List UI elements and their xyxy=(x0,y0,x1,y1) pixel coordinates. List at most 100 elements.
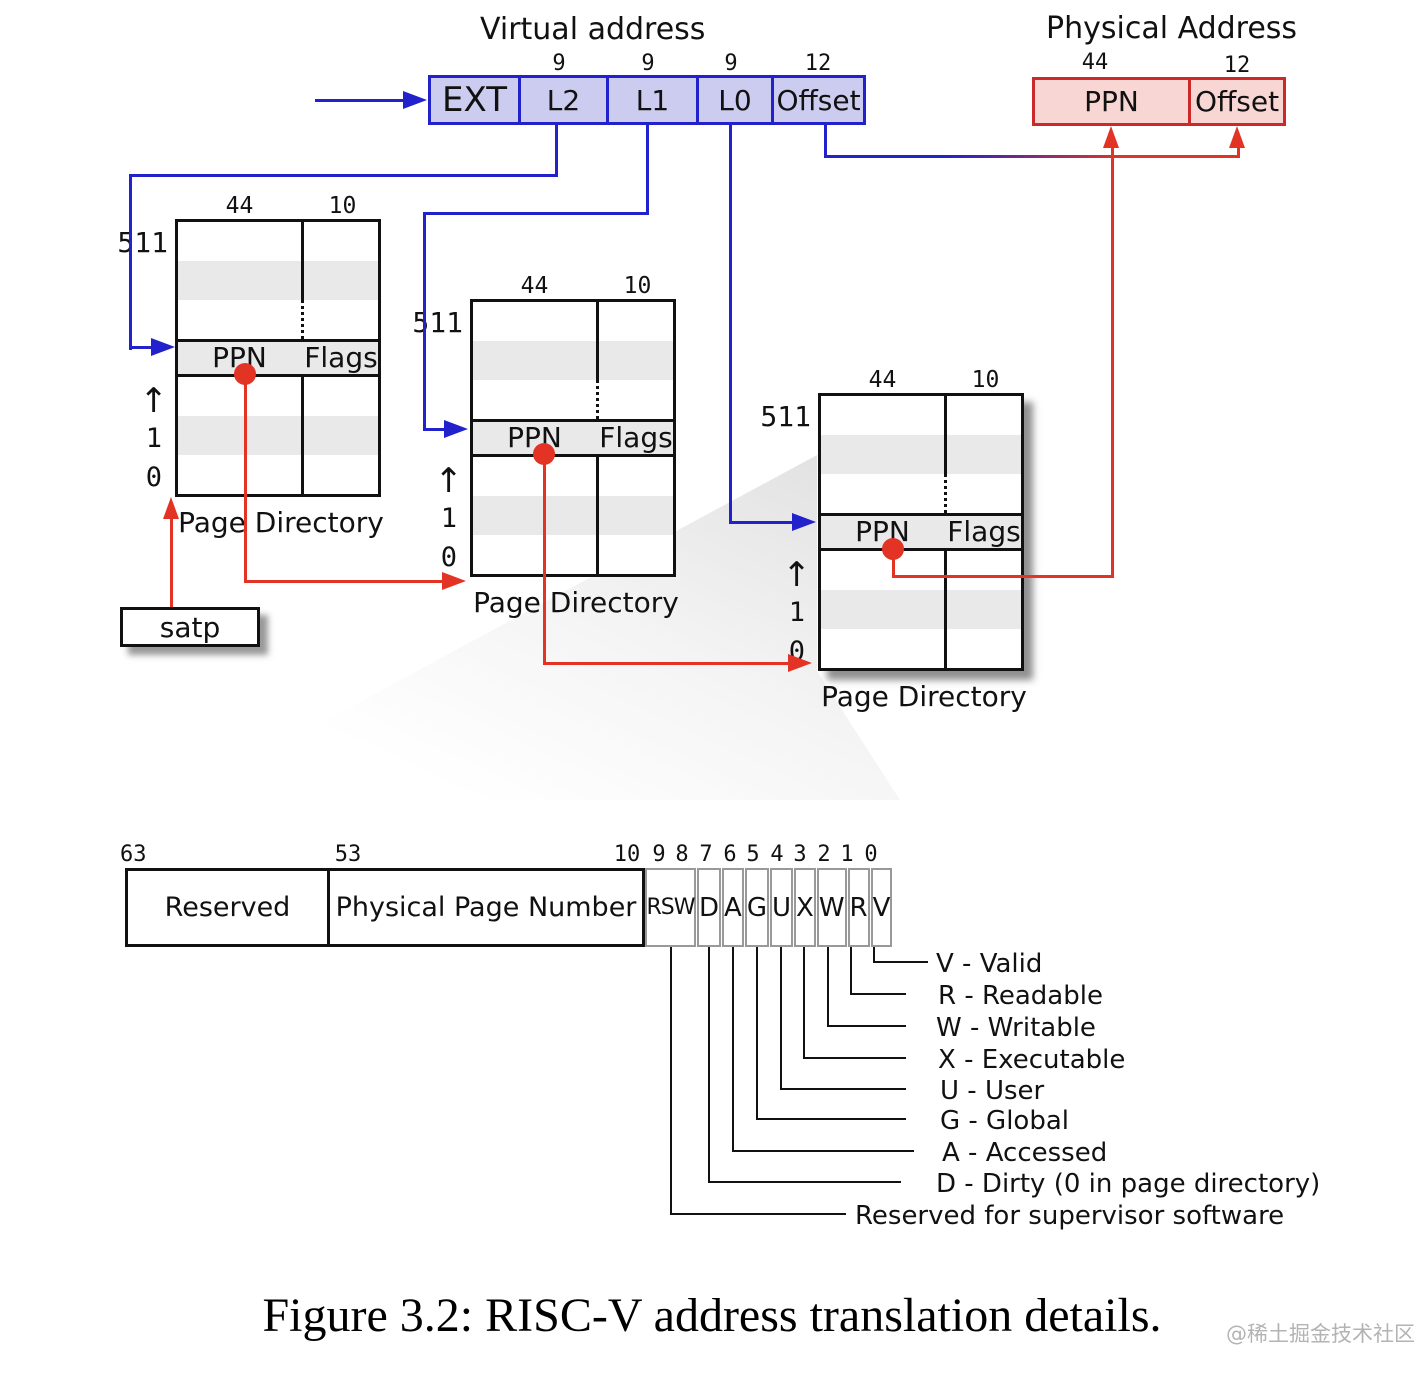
virtual-address-register: EXT L2 L1 L0 Offset xyxy=(428,75,866,125)
pd-index-1: 1 xyxy=(440,503,457,534)
pte-bit-10: 10 xyxy=(613,842,641,867)
satp-arrowhead xyxy=(163,497,179,519)
va-field-l0: L0 xyxy=(696,78,771,122)
pd-column-divider xyxy=(596,302,599,380)
pd-index-1: 1 xyxy=(145,423,162,454)
pd-index-0: 0 xyxy=(440,542,457,573)
pd-index-511: 511 xyxy=(117,226,168,259)
watermark: @稀土掘金技术社区 xyxy=(1226,1322,1415,1346)
pd0-entry-dot xyxy=(882,538,904,560)
legend-line-w xyxy=(827,947,829,1027)
pa-field-ppn: PPN xyxy=(1084,85,1139,118)
pte-flag-u: U xyxy=(769,868,794,947)
legend-line-u xyxy=(780,947,782,1090)
pd-row-band xyxy=(821,434,1021,474)
pd-row-band xyxy=(178,260,378,300)
pd-row-band xyxy=(473,496,673,536)
pte-flag-bits: D A G U X W R V xyxy=(697,868,893,947)
va-field-ext: EXT xyxy=(442,80,507,120)
pd0-walk-drop xyxy=(892,549,895,578)
pd-index-0: 0 xyxy=(145,462,162,493)
legend-line-a xyxy=(732,1150,914,1152)
legend-rsw: Reserved for supervisor software xyxy=(855,1201,1285,1231)
offset-to-physical-line xyxy=(824,155,1239,158)
pd-entry-row xyxy=(473,418,673,458)
legend-line-v xyxy=(873,961,928,963)
satp-arrow-line xyxy=(170,517,173,607)
l1-arrow-horizontal xyxy=(423,212,649,215)
pte-bit-3: 3 xyxy=(793,842,807,867)
va-l1-bits: 9 xyxy=(641,51,655,76)
legend-global: G - Global xyxy=(940,1106,1069,1136)
legend-line-rsw xyxy=(670,1213,846,1215)
legend-line-r xyxy=(850,993,906,995)
l0-arrowhead xyxy=(792,513,816,531)
l2-arrowhead xyxy=(151,338,175,356)
l1-arrowhead xyxy=(444,420,468,438)
legend-line-x xyxy=(803,947,805,1059)
pd0-walk-rise xyxy=(1111,146,1114,578)
pte-reserved-field: Reserved xyxy=(125,868,330,947)
va-l0-bits: 9 xyxy=(724,51,738,76)
pd1-walk-horizontal xyxy=(543,662,788,665)
va-field-offset: Offset xyxy=(771,78,863,122)
figure-caption: Figure 3.2: RISC-V address translation d… xyxy=(262,1289,1162,1342)
pd2-walk-arrowhead xyxy=(442,572,466,590)
pd-column-divider xyxy=(301,338,304,494)
pte-flag-v: V xyxy=(870,868,893,947)
pd-colbits-flags: 10 xyxy=(623,273,652,299)
pd-index-511: 511 xyxy=(760,400,811,433)
pte-flag-a: A xyxy=(722,868,744,947)
pd-ellipsis-divider xyxy=(596,379,599,419)
physical-address-title: Physical Address xyxy=(1046,11,1298,46)
pte-bit-5: 5 xyxy=(746,842,760,867)
pd1-entry-dot xyxy=(533,443,555,465)
l0-arrow-drop xyxy=(729,125,732,522)
pte-flag-r: R xyxy=(847,868,870,947)
l2-arrow-horizontal xyxy=(129,174,558,177)
legend-line-a xyxy=(732,947,734,1152)
pd-entry-row xyxy=(821,512,1021,552)
pte-bit-7: 7 xyxy=(699,842,713,867)
l2-arrow-stub xyxy=(129,346,153,349)
pd-entry-flags: Flags xyxy=(599,421,673,455)
page-directory-l0: PPN Flags 44 10 511 ↑ 1 0 Page Directory xyxy=(760,367,1026,713)
pte-bit-53: 53 xyxy=(334,842,362,867)
l1-arrow-stub xyxy=(423,428,444,431)
pd-column-divider xyxy=(944,396,947,474)
pd0-walk-horizontal xyxy=(892,575,1114,578)
pd-column-divider xyxy=(596,418,599,574)
legend-line-w xyxy=(827,1025,906,1027)
pd-caption: Page Directory xyxy=(178,506,384,539)
pa-offset-arrowhead xyxy=(1229,126,1245,148)
up-arrow-icon: ↑ xyxy=(782,555,812,595)
pte-bit-1: 1 xyxy=(840,842,854,867)
va-field-l2: L2 xyxy=(518,78,606,122)
legend-line-g xyxy=(756,947,758,1120)
pte-bit-0: 0 xyxy=(864,842,878,867)
pte-flag-d: D xyxy=(697,868,722,947)
legend-line-g xyxy=(756,1118,906,1120)
page-directory-l2: PPN Flags 44 10 511 ↑ 1 0 Page Directory xyxy=(117,193,383,539)
pd2-walk-vertical xyxy=(244,374,247,583)
pd-row-band xyxy=(473,340,673,380)
legend-dirty: D - Dirty (0 in page directory) xyxy=(936,1169,1321,1199)
pd-colbits-ppn: 44 xyxy=(868,367,897,393)
pte-flag-w: W xyxy=(816,868,847,947)
legend-line-rsw xyxy=(670,947,672,1215)
legend-line-u xyxy=(780,1088,906,1090)
pa-ppn-bits: 44 xyxy=(1081,50,1109,75)
legend-user: U - User xyxy=(940,1076,1045,1106)
l2-arrow-drop xyxy=(555,125,558,177)
pd-row-band xyxy=(178,416,378,456)
pd-entry-row xyxy=(178,338,378,378)
offset-arrow-rise xyxy=(1237,146,1240,158)
up-arrow-icon: ↑ xyxy=(139,381,169,421)
pd-caption: Page Directory xyxy=(821,680,1027,713)
page-directory-l1: PPN Flags 44 10 511 ↑ 1 0 Page Directory xyxy=(412,273,678,619)
pte-bit-9: 9 xyxy=(652,842,666,867)
va-entry-arrowhead xyxy=(403,91,427,109)
pte-ppn-field: Physical Page Number xyxy=(327,868,645,947)
pd-index-511: 511 xyxy=(412,306,463,339)
